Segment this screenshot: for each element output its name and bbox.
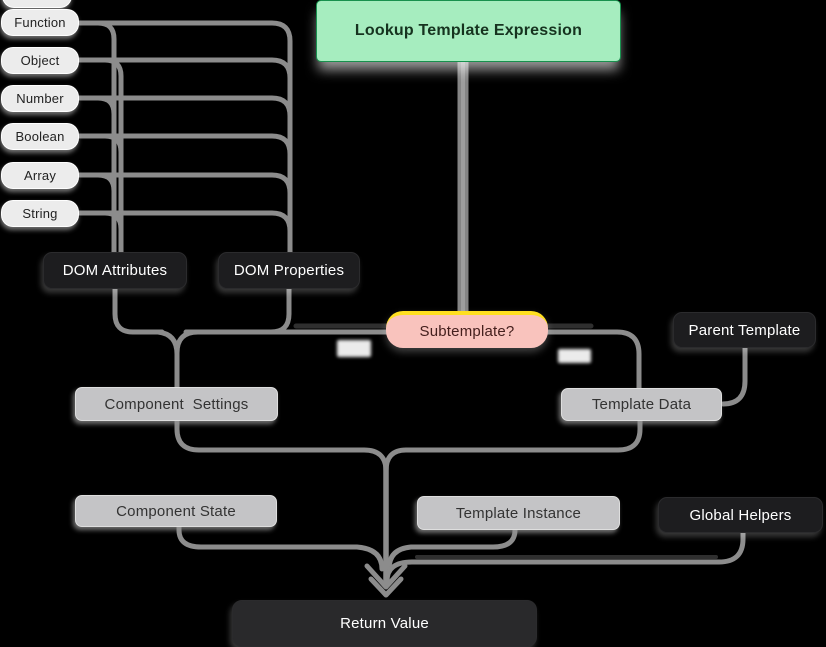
edge-number-to-dom-properties — [76, 95, 293, 255]
edge-dom-attributes-down — [112, 286, 165, 335]
node-dom-properties: DOM Properties — [218, 252, 360, 289]
node-dom-attributes: DOM Attributes — [43, 252, 187, 289]
edge-template-instance-join — [386, 527, 518, 572]
edge-dom-properties-down — [183, 286, 292, 335]
node-global-helpers: Global Helpers — [658, 497, 823, 533]
edge-subtemplate-right — [545, 329, 642, 391]
edge-function-to-dom-properties — [76, 20, 293, 255]
node-parent-template: Parent Template — [673, 312, 816, 348]
node-function: Function — [1, 9, 79, 36]
edge-global-helpers-join — [384, 530, 746, 584]
node-return-value: Return Value — [232, 600, 537, 647]
shadow-artifact — [558, 349, 591, 363]
edge-boolean-to-dom-properties — [76, 133, 293, 255]
shadow-artifact — [337, 340, 371, 357]
node-array: Array — [1, 162, 79, 189]
edge-left-merge — [130, 329, 180, 357]
edge-array-to-dom-properties — [76, 172, 293, 255]
node-component-settings: Component Settings — [75, 387, 278, 421]
node-boolean: Boolean — [1, 123, 79, 150]
edge-parent-to-template-data — [720, 345, 748, 407]
node-template-instance: Template Instance — [417, 496, 620, 530]
node-subtemplate: Subtemplate? — [386, 311, 548, 348]
edge-template-data-down — [383, 418, 643, 474]
node-template-data: Template Data — [561, 388, 722, 421]
node-object: Object — [1, 47, 79, 74]
node-string: String — [1, 200, 79, 227]
edge-string-to-dom-properties — [76, 210, 293, 255]
arrowhead-outer — [364, 563, 408, 590]
arrowhead-inner — [368, 576, 404, 598]
node-number: Number — [1, 85, 79, 112]
edge-component-settings-down — [174, 418, 389, 474]
node-component-state: Component State — [75, 495, 277, 527]
node-lookup-template-expression: Lookup Template Expression — [316, 0, 621, 62]
edge-object-to-dom-properties — [76, 57, 293, 255]
node-pill-partial — [2, 0, 72, 8]
edge-component-state-join — [176, 524, 385, 572]
